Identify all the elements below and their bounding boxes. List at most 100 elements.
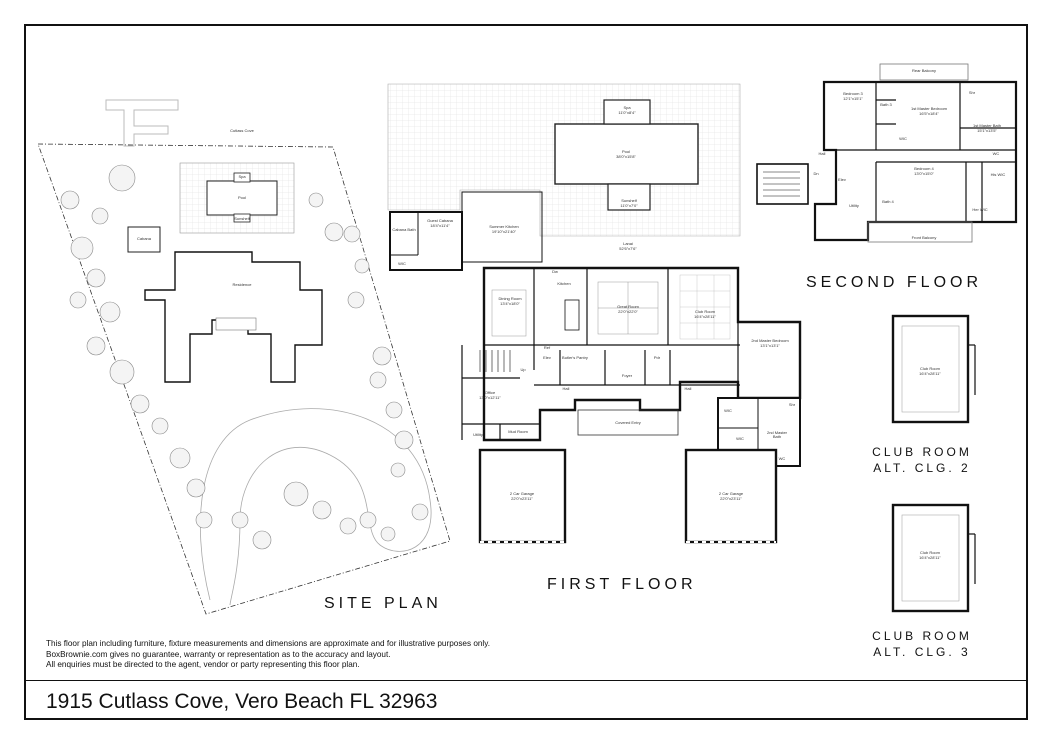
tree-14 (308, 192, 324, 208)
site-cabana-label: Cabana (136, 236, 151, 241)
sf-bedroom3-dim: 12'1"x15'1" (843, 96, 863, 101)
sf-shr-label: Shr (968, 90, 976, 95)
ff-utility-label: Utility (473, 432, 483, 437)
tree-13 (195, 511, 213, 529)
club-alt-3-heading-line2: ALT. CLG. 3 (873, 645, 971, 659)
tree-2 (91, 207, 109, 225)
tree-20 (369, 371, 387, 389)
ff-pool-dim: 38'0"x15'8" (616, 154, 636, 159)
sf-bedroom4-dim: 13'0"x15'0" (914, 171, 934, 176)
ff-up-label: Up (520, 367, 526, 372)
site-plan-drawing (37, 99, 451, 615)
sf-first-master-bath-label: 1st Master Bath (972, 123, 1001, 128)
tree-8 (109, 359, 135, 385)
ff-cabana-bath-label: Cabana Bath (392, 227, 416, 232)
tree-16 (343, 225, 361, 243)
site-pool-label: Pool (237, 195, 246, 200)
tree-0 (108, 164, 136, 192)
club-alt-2-heading-line2: ALT. CLG. 2 (873, 461, 971, 475)
ff-lanai-dim: 52'6"x7'6" (619, 246, 637, 251)
tree-29 (252, 530, 272, 550)
site-spa-label: Spa (238, 174, 246, 179)
site-plan-heading: SITE PLAN (324, 595, 442, 612)
ff-elev-label: Elev (543, 355, 551, 360)
tree-9 (130, 394, 150, 414)
ff-summer-kitchen-dim: 19'10"x21'40" (491, 229, 517, 234)
ff-spa-dim: 11'0"x8'4" (618, 110, 636, 115)
club-alt-3-heading-line1: CLUB ROOM (872, 629, 972, 643)
ff-club-room-label: Club Room (694, 309, 715, 314)
footer-divider (26, 680, 1026, 681)
sf-elev-label: Elev (838, 177, 846, 182)
disclaimer-line-2: BoxBrownie.com gives no guarantee, warra… (46, 649, 391, 659)
site-street-label: Cutlass Cove (230, 128, 254, 133)
ff-dining-label: Dining Room (498, 296, 522, 301)
tree-3 (70, 236, 94, 260)
ff-cabana-wic-label: WIC (398, 261, 406, 266)
tree-27 (339, 517, 357, 535)
ff-club-room-dim: 16'4"x28'11" (694, 314, 716, 319)
ff-covered-entry-label: Covered Entry (615, 420, 641, 425)
sf-first-master-bath-dim: 15'1"x13'5" (977, 128, 997, 133)
ff-second-master-label: 2nd Master Bedroom (751, 338, 789, 343)
ff-summer-kitchen-label: Summer Kitchen (489, 224, 519, 229)
site-sunshelf-label: Sunshelf (234, 216, 250, 221)
alt3-club-room-label: Club Room (919, 550, 940, 555)
ff-lanai-label: Lanai (623, 241, 633, 246)
ff-pdr-label: Pdr (653, 355, 661, 360)
tree-1 (60, 190, 80, 210)
sf-wc-label: WC (992, 151, 1000, 156)
tree-25 (283, 481, 309, 507)
ff-garage-left-label: 2 Car Garage (509, 491, 535, 496)
ff-pool-label: Pool (621, 149, 630, 154)
tree-31 (380, 526, 396, 542)
ff-wic3-label: WIC (736, 436, 744, 441)
ff-dining-dim: 13'4"x18'0" (500, 301, 520, 306)
tree-22 (394, 430, 414, 450)
tree-10 (151, 417, 169, 435)
first-floor-heading: FIRST FLOOR (547, 576, 697, 593)
site-residence-label: Residence (232, 282, 252, 287)
sf-her-wic-label: Her WIC (972, 207, 988, 212)
sf-his-wic-label: His WIC (990, 172, 1006, 177)
club-alt-2-heading-line1: CLUB ROOM (872, 445, 972, 459)
ff-office-dim: 13'0"x12'11" (479, 395, 501, 400)
sf-utility-label: Utility (849, 203, 859, 208)
ff-ref-label: Ref (543, 345, 551, 350)
sf-dn-label: Dn (813, 171, 819, 176)
tree-5 (69, 291, 87, 309)
club-alt-3-drawing (891, 503, 976, 613)
ff-shr-label: Shr (788, 402, 796, 407)
sf-first-master-dim: 16'5"x18'4" (919, 111, 939, 116)
sf-rear-balcony-label: Rear Balcony (911, 68, 936, 73)
tree-11 (169, 447, 191, 469)
ff-wc-label: WC (778, 456, 786, 461)
ff-wic2-label: WIC (724, 408, 732, 413)
tree-17 (354, 258, 370, 274)
tree-12 (186, 478, 206, 498)
ff-spa-label: Spa (623, 105, 631, 110)
sf-front-balcony-label: Front Balcony (911, 235, 937, 240)
tree-4 (86, 268, 106, 288)
ff-second-master-bath-label: 2nd Master Bath (766, 430, 787, 439)
tree-6 (99, 301, 121, 323)
ff-garage-right-dim: 22'0"x23'11" (720, 496, 742, 501)
ff-sunshelf-dim: 11'0"x7'0" (620, 203, 638, 208)
second-floor-drawing (756, 63, 1018, 243)
alt2-club-room-dim: 16'4"x28'11" (919, 371, 941, 376)
ff-great-room-dim: 22'0"x22'0" (618, 309, 638, 314)
ff-garage-left-dim: 22'0"x23'11" (511, 496, 533, 501)
ff-great-room-label: Great Room (617, 304, 639, 309)
first-floor-drawing (387, 83, 802, 544)
ff-sunshelf-label: Sunshelf (621, 198, 637, 203)
tree-28 (231, 511, 249, 529)
tree-7 (86, 336, 106, 356)
property-address: 1915 Cutlass Cove, Vero Beach FL 32963 (46, 690, 438, 713)
ff-hall-left-label: Hall (562, 386, 570, 391)
ff-dw-label: Dw (552, 269, 558, 274)
ff-garage-right-label: 2 Car Garage (718, 491, 744, 496)
second-floor-heading: SECOND FLOOR (806, 274, 983, 291)
sf-bath4-label: Bath 4 (882, 199, 894, 204)
disclaimer-line-1: This floor plan including furniture, fix… (46, 639, 491, 648)
